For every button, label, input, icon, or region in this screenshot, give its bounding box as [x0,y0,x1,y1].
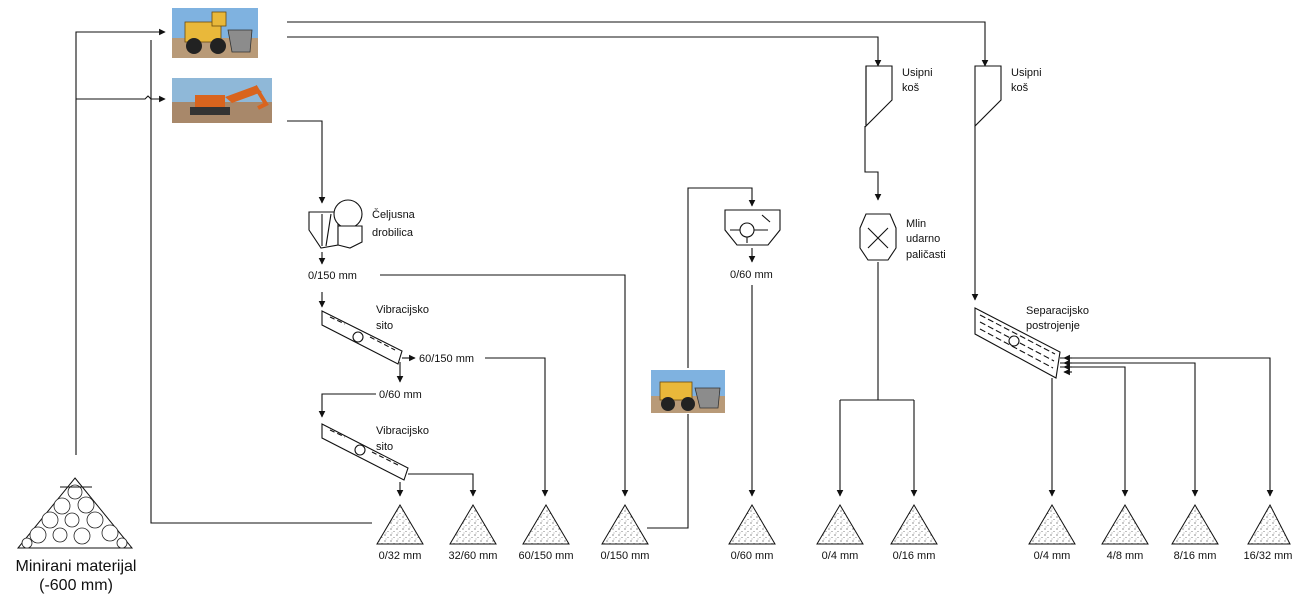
impact-mill-symbol: Mlin udarno paličasti [860,214,946,261]
separation-label-1: Separacijsko [1026,305,1089,317]
jaw-crusher-label-2: drobilica [372,227,414,239]
stockpile-label: 0/150 mm [601,550,650,562]
stockpile-0-4-mill: 0/4 mm [817,505,863,562]
mill-label-1: Mlin [906,218,926,230]
hopper-2: Usipni koš [975,66,1042,126]
screen-2-label-2: sito [376,441,393,453]
stockpile-0-150: 0/150 mm [601,505,650,562]
separation-label-2: postrojenje [1026,320,1080,332]
stockpiles: 0/32 mm 32/60 mm 60/150 mm 0/150 mm 0/60… [377,505,1292,562]
stockpile-60-150: 60/150 mm [518,505,573,562]
hopper-2-label-1: Usipni [1011,67,1042,79]
stockpile-label: 0/4 mm [1034,550,1071,562]
source-title: Minirani materijal [16,558,137,575]
source-rock-pile: Minirani materijal (-600 mm) [16,478,137,594]
stream-label-0-60-b: 0/60 mm [730,269,773,281]
screen-1-label-2: sito [376,320,393,332]
stockpile-16-32: 16/32 mm [1244,505,1293,562]
stockpile-label: 8/16 mm [1174,550,1217,562]
cone-crusher-symbol [725,210,780,245]
stockpile-label: 0/16 mm [893,550,936,562]
stockpile-label: 0/32 mm [379,550,422,562]
jaw-crusher-symbol: Čeljusna drobilica [309,200,416,248]
jaw-crusher-label-1: Čeljusna [372,208,416,221]
stream-label-0-60: 0/60 mm [379,389,422,401]
vibrating-screen-2: Vibracijsko sito [322,424,429,480]
stockpile-8-16: 8/16 mm [1172,505,1218,562]
vibrating-screen-1: Vibracijsko sito [322,304,429,364]
stockpile-0-60: 0/60 mm [729,505,775,562]
stockpile-32-60: 32/60 mm [449,505,498,562]
stockpile-label: 0/4 mm [822,550,859,562]
stockpile-label: 60/150 mm [518,550,573,562]
source-subtitle: (-600 mm) [39,577,113,594]
stockpile-label: 0/60 mm [731,550,774,562]
screen-1-label-1: Vibracijsko [376,304,429,316]
wheel-loader-photo-mid [651,370,725,413]
stockpile-label: 32/60 mm [449,550,498,562]
mill-label-2: udarno [906,233,940,245]
stockpile-0-32: 0/32 mm [377,505,423,562]
excavator-photo [172,78,272,123]
hopper-1-label-1: Usipni [902,67,933,79]
mill-label-3: paličasti [906,249,946,261]
stream-label-60-150: 60/150 mm [419,353,474,365]
screen-2-label-1: Vibracijsko [376,425,429,437]
stockpile-label: 16/32 mm [1244,550,1293,562]
stockpile-label: 4/8 mm [1107,550,1144,562]
hopper-2-label-2: koš [1011,82,1029,94]
stockpile-0-16: 0/16 mm [891,505,937,562]
stream-label-0-150: 0/150 mm [308,270,357,282]
hopper-1-label-2: koš [902,82,920,94]
hopper-1: Usipni koš [866,66,933,126]
stockpile-0-4-sep: 0/4 mm [1029,505,1075,562]
wheel-loader-photo-top [172,8,258,58]
stockpile-4-8: 4/8 mm [1102,505,1148,562]
